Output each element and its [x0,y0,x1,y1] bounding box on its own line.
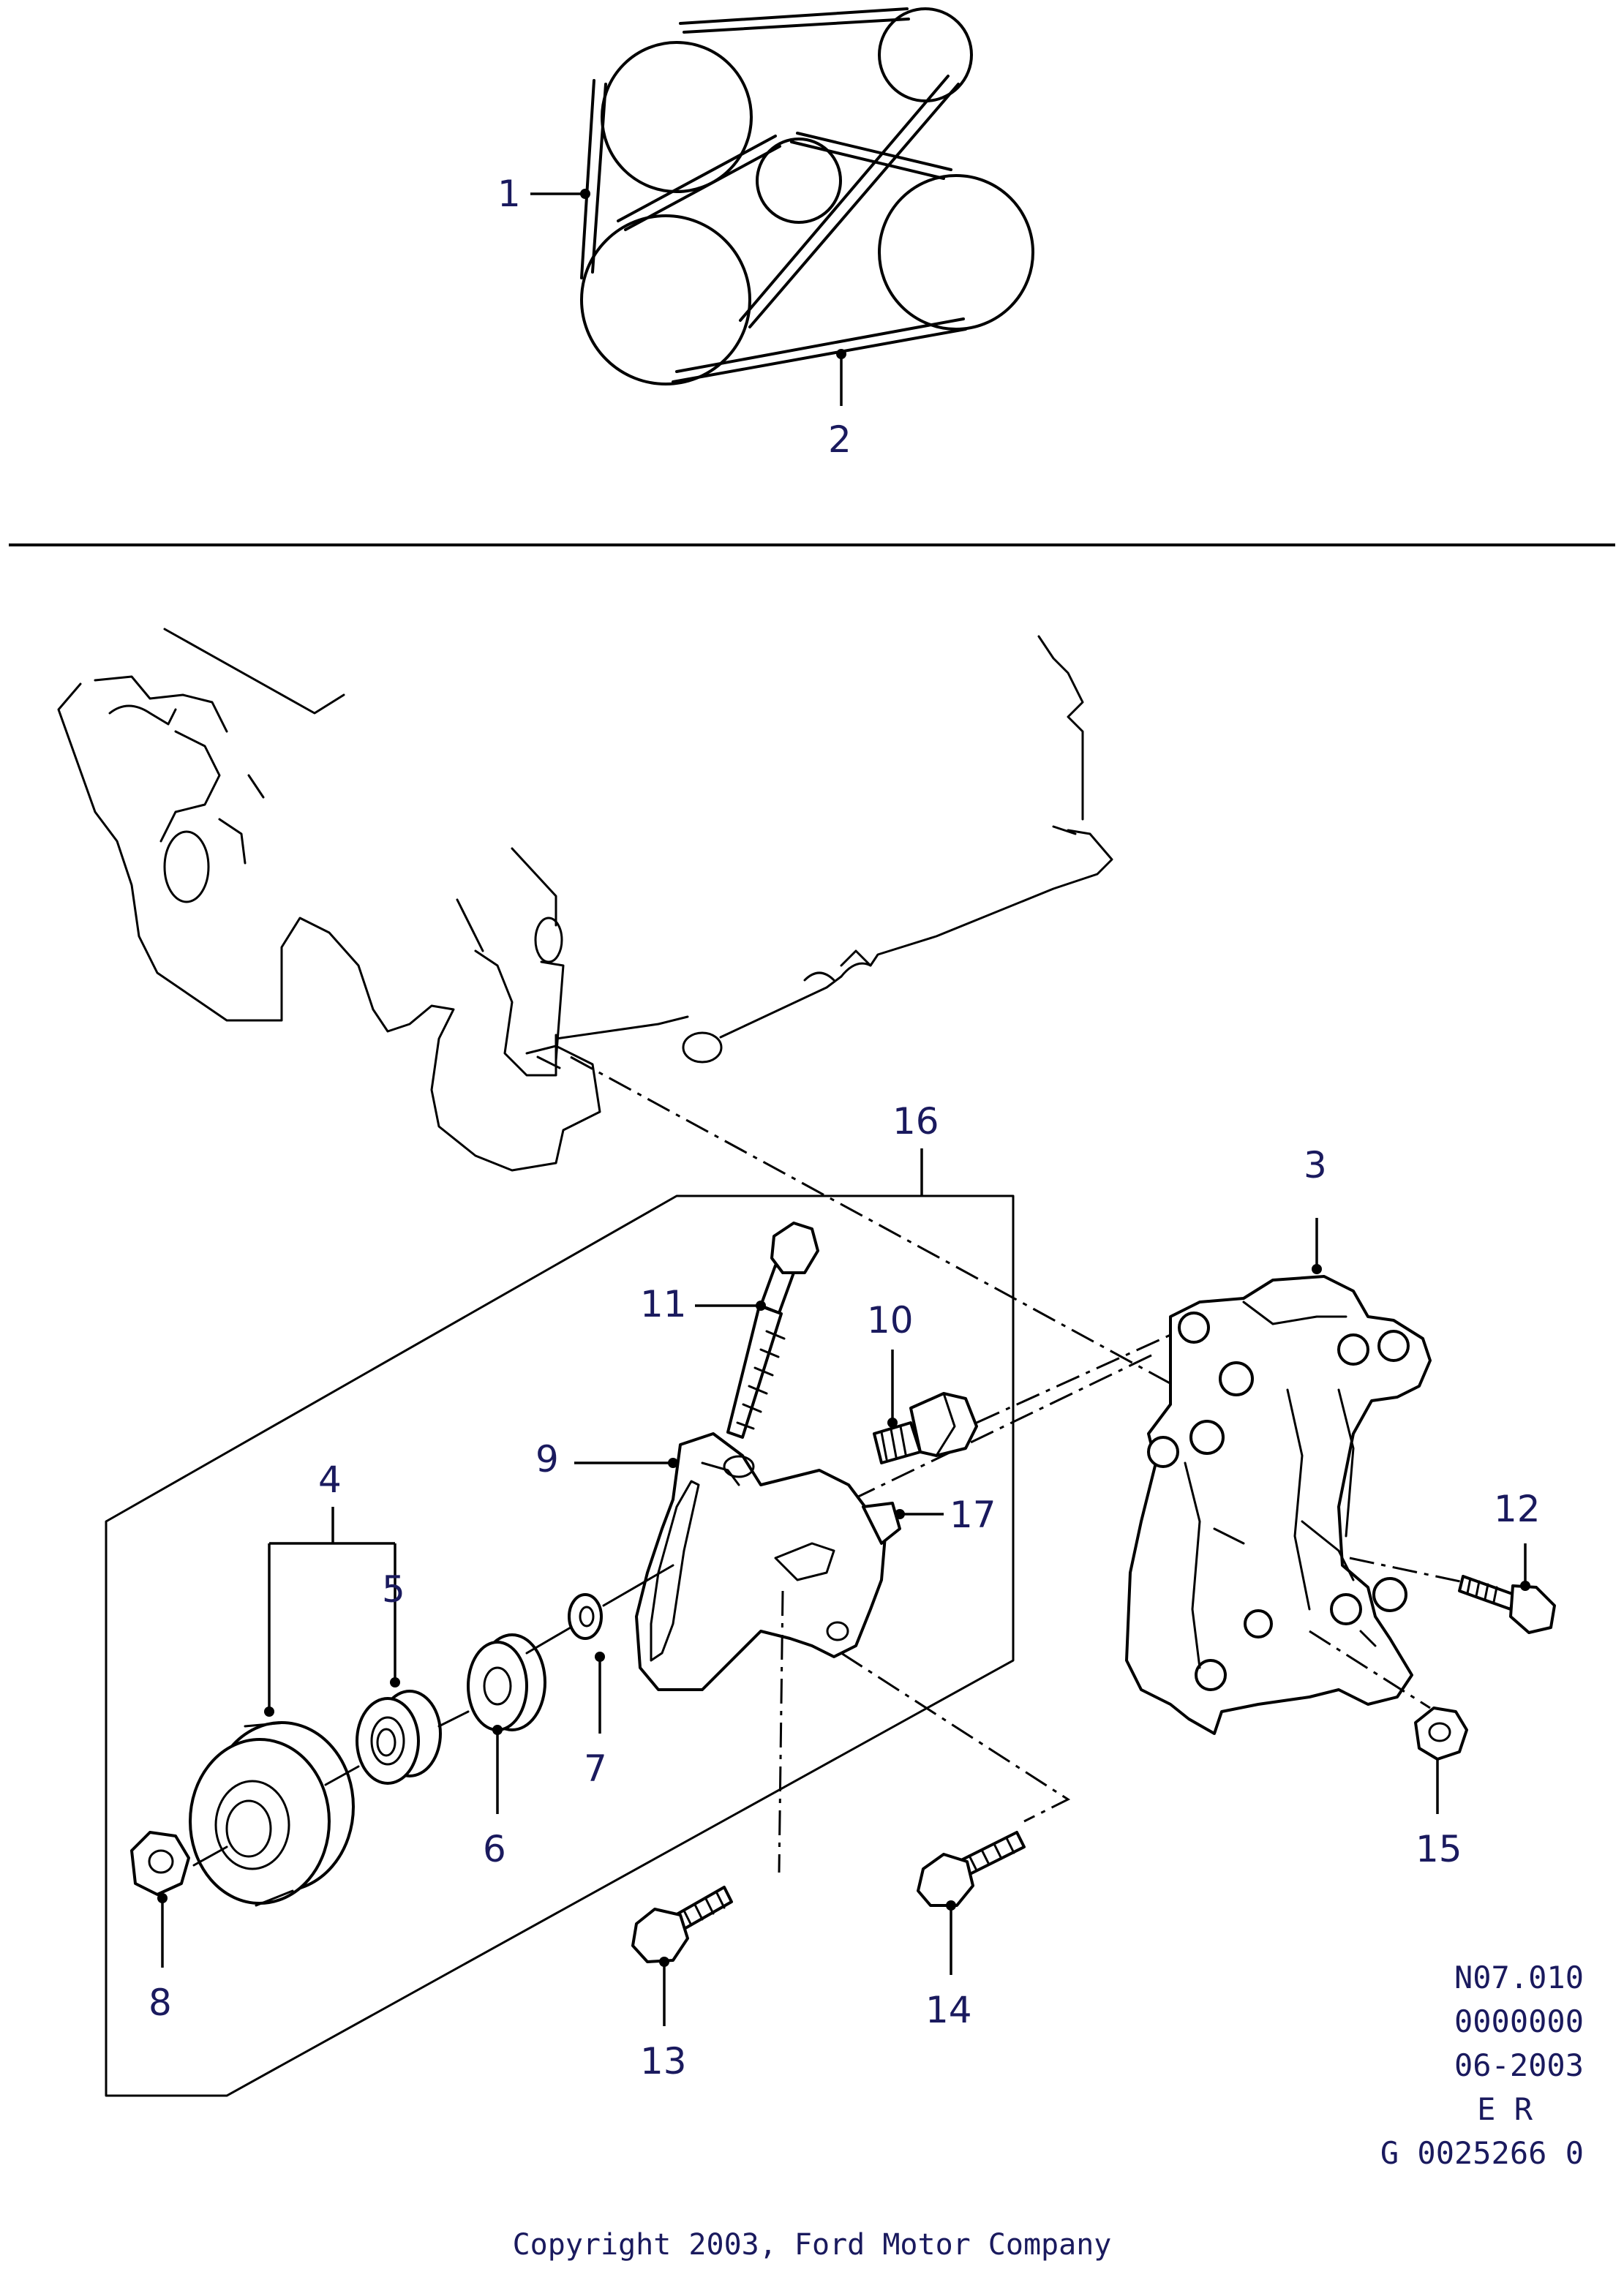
bolt-11 [726,1222,819,1439]
callout-16: 16 [892,1100,939,1143]
dust-shield-6 [467,1633,546,1731]
callout-10: 10 [867,1299,914,1342]
callout-9: 9 [535,1438,559,1480]
tensioner-arm [635,1432,901,1691]
callout-7: 7 [584,1747,607,1790]
callout-2: 2 [828,418,852,461]
mounting-bracket [1125,1275,1432,1735]
callout-14: 14 [925,1989,972,2031]
ref-line-1: N07.010 [1454,1960,1584,1995]
nut-8 [130,1831,190,1896]
callout-3: 3 [1304,1144,1327,1186]
pulley-right [878,174,1034,331]
callout-12: 12 [1494,1488,1541,1530]
engine-block-outline [57,628,1113,1172]
stud-10 [873,1392,978,1464]
assembly-group-box [105,1194,1015,2097]
callout-13: 13 [640,2040,687,2082]
bolt-14 [917,1831,1026,1907]
idler-pulley [189,1721,355,1907]
callout-5: 5 [382,1568,405,1611]
reference-code-block: N07.010 0000000 06-2003 E R G 0025266 0 [1380,1960,1584,2171]
ref-line-5: G 0025266 0 [1380,2135,1584,2171]
copyright-notice: Copyright 2003, Ford Motor Company [513,2228,1112,2262]
callout-6: 6 [483,1828,506,1870]
belt-routing-diagram: 1 2 [497,7,1034,461]
callout-17: 17 [950,1494,996,1536]
pulley-small-center [756,138,842,224]
nut-15 [1414,1707,1468,1761]
callout-8: 8 [149,1982,172,2024]
ref-line-3: 06-2003 [1454,2047,1584,2083]
bearing-5 [356,1690,442,1785]
washer-7 [568,1593,603,1640]
ref-line-4: E R [1477,2091,1533,2127]
drive-belt [580,7,967,383]
callout-11: 11 [640,1283,687,1325]
ref-line-2: 0000000 [1454,2003,1584,2039]
callout-15: 15 [1416,1828,1462,1870]
callout-1: 1 [497,173,521,215]
assembly-axis-line [570,1056,1189,1395]
pulley-top-left [601,41,753,193]
bolt-12 [1458,1575,1556,1634]
bolt-13 [631,1886,733,1963]
callout-4: 4 [318,1459,342,1501]
pulley-bottom-left [580,214,751,385]
